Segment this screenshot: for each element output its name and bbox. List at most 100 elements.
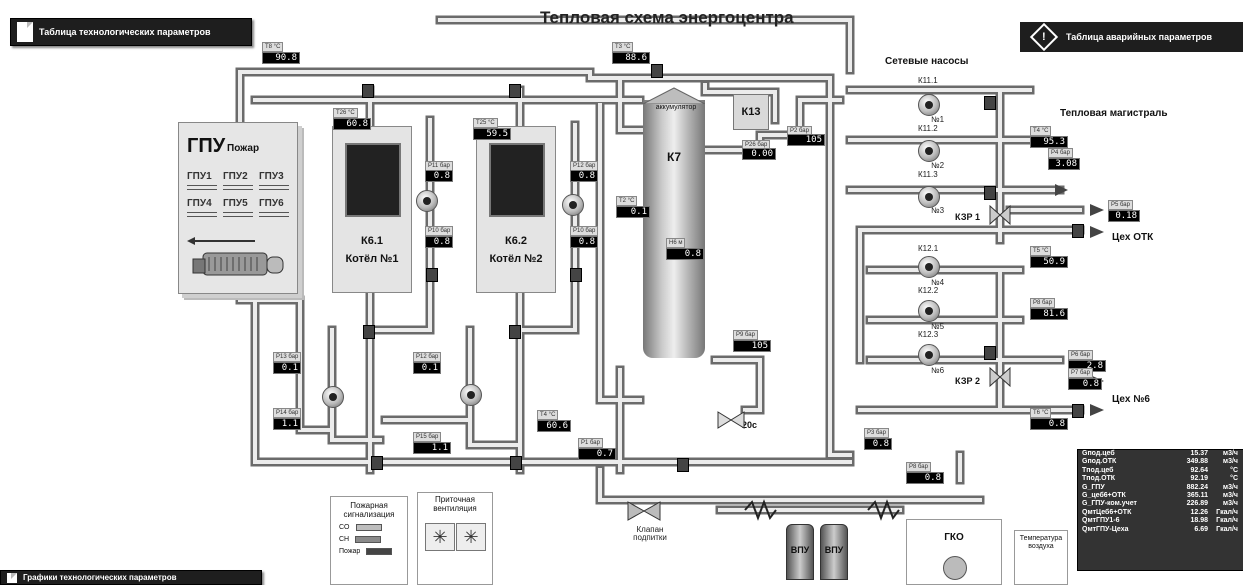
pump-k9-1[interactable]	[322, 386, 344, 408]
reading[interactable]: 50.9	[1030, 256, 1068, 268]
gpu-fire-label: Пожар	[227, 143, 260, 154]
pump-k12-2[interactable]	[918, 300, 940, 322]
gpu-unit[interactable]: ГПУ6	[259, 198, 289, 217]
valve[interactable]	[984, 346, 996, 360]
document-icon	[17, 22, 33, 42]
valve[interactable]	[363, 325, 375, 339]
boiler-1-label: Котёл №1	[345, 253, 399, 265]
network-pumps-title: Сетевые насосы	[885, 56, 969, 67]
reading[interactable]: 0.8	[425, 170, 453, 182]
vpu-unit-1[interactable]: ВПУ	[786, 524, 814, 580]
pump-k6-1[interactable]	[416, 190, 438, 212]
valve[interactable]	[510, 456, 522, 470]
pump-num: №4	[931, 278, 945, 287]
reading[interactable]: 0.7	[578, 448, 616, 460]
gpu-unit[interactable]: ГПУ1	[187, 171, 217, 190]
valve[interactable]	[570, 268, 582, 282]
alarm-params-label: Таблица аварийных параметров	[1066, 32, 1213, 42]
valve[interactable]	[362, 84, 374, 98]
gpu-block[interactable]: ГПУ Пожар ГПУ1 ГПУ2 ГПУ3 ГПУ4 ГПУ5 ГПУ6	[178, 122, 298, 294]
valve[interactable]	[509, 84, 521, 98]
reading[interactable]: 3.08	[1048, 158, 1080, 170]
valve[interactable]	[1072, 404, 1084, 418]
kzr1-valve-icon[interactable]	[988, 204, 1012, 226]
alarm-params-button[interactable]: ! Таблица аварийных параметров	[1020, 22, 1243, 52]
reading[interactable]: 60.8	[333, 118, 371, 130]
pump-k12-1[interactable]	[918, 256, 940, 278]
legend-title: Пожарная сигнализация	[343, 501, 395, 519]
pump-k11-3[interactable]	[918, 186, 940, 208]
pump-id: К11.2	[918, 124, 938, 133]
param-label: P7 бар	[1068, 368, 1093, 378]
pump-id: К11.3	[918, 170, 938, 179]
reading[interactable]: 88.6	[612, 52, 650, 64]
reading[interactable]: 0.8	[906, 472, 944, 484]
gpu-unit[interactable]: ГПУ4	[187, 198, 217, 217]
vent-title: Приточная вентиляция	[433, 495, 477, 513]
reading[interactable]: 0.00	[742, 148, 776, 160]
valve[interactable]	[651, 64, 663, 78]
kzr2-valve-icon[interactable]	[988, 366, 1012, 388]
k13-unit[interactable]: К13	[733, 94, 769, 130]
reading[interactable]: 0.8	[1030, 418, 1068, 430]
reading[interactable]: 105	[733, 340, 771, 352]
reading[interactable]: 0.8	[666, 248, 704, 260]
reading[interactable]: 0.8	[864, 438, 892, 450]
reading[interactable]: 105	[787, 134, 825, 146]
valve[interactable]	[426, 268, 438, 282]
pump-k11-1[interactable]	[918, 94, 940, 116]
boiler-2-label: Котёл №2	[489, 253, 543, 265]
param-label: T26 °C	[333, 108, 358, 118]
boiler-2[interactable]: К6.2 Котёл №2	[476, 126, 556, 293]
reading[interactable]: 90.8	[262, 52, 300, 64]
reading[interactable]: 0.8	[425, 236, 453, 248]
accumulator-tank[interactable]: Бак аккумулятор К7	[643, 96, 705, 358]
valve[interactable]	[371, 456, 383, 470]
ventilation-panel[interactable]: Приточная вентиляция ✳ ✳	[417, 492, 493, 585]
valve[interactable]	[1072, 224, 1084, 238]
page-title: Тепловая схема энергоцентра	[540, 8, 794, 27]
vent-fan-icon[interactable]: ✳	[425, 523, 455, 551]
vent-fan-icon[interactable]: ✳	[456, 523, 486, 551]
reading[interactable]: 0.1	[616, 206, 650, 218]
valve[interactable]	[984, 96, 996, 110]
vpu-unit-2[interactable]: ВПУ	[820, 524, 848, 580]
gpu-unit[interactable]: ГПУ3	[259, 171, 289, 190]
param-label: T25 °C	[473, 118, 498, 128]
pump-k12-3[interactable]	[918, 344, 940, 366]
param-label: P10 бар	[425, 226, 454, 236]
reading[interactable]: 1.1	[273, 418, 301, 430]
reading[interactable]: 59.5	[473, 128, 511, 140]
param-label: P1 бар	[578, 438, 603, 448]
reading[interactable]: 0.1	[413, 362, 441, 374]
tech-params-button[interactable]: Таблица технологических параметров	[10, 18, 252, 46]
reading[interactable]: 95.3	[1030, 136, 1068, 148]
exchanger-1	[744, 499, 777, 521]
pump-k11-2[interactable]	[918, 140, 940, 162]
param-label: H6 м	[666, 238, 686, 248]
param-label: P12 бар	[413, 352, 442, 362]
reading[interactable]: 81.6	[1030, 308, 1068, 320]
valve[interactable]	[984, 186, 996, 200]
valve[interactable]	[509, 325, 521, 339]
pump-k6-2[interactable]	[562, 194, 584, 216]
gpu-unit[interactable]: ГПУ5	[223, 198, 253, 217]
reading[interactable]: 0.8	[570, 236, 598, 248]
valve-20c-icon[interactable]	[716, 408, 746, 432]
reading[interactable]: 60.6	[537, 420, 571, 432]
reading[interactable]: 0.8	[1068, 378, 1102, 390]
reading[interactable]: 1.1	[413, 442, 451, 454]
reading[interactable]: 0.1	[273, 362, 301, 374]
gpu-unit[interactable]: ГПУ2	[223, 171, 253, 190]
boiler-1[interactable]: К6.1 Котёл №1	[332, 126, 412, 293]
reading[interactable]: 0.18	[1108, 210, 1140, 222]
makeup-valve-icon[interactable]	[626, 498, 662, 524]
valve[interactable]	[677, 458, 689, 472]
gko-panel[interactable]: ГКО	[906, 519, 1002, 585]
reading[interactable]: 0.8	[570, 170, 598, 182]
param-label: P14 бар	[273, 408, 302, 418]
pump-k9-2[interactable]	[460, 384, 482, 406]
